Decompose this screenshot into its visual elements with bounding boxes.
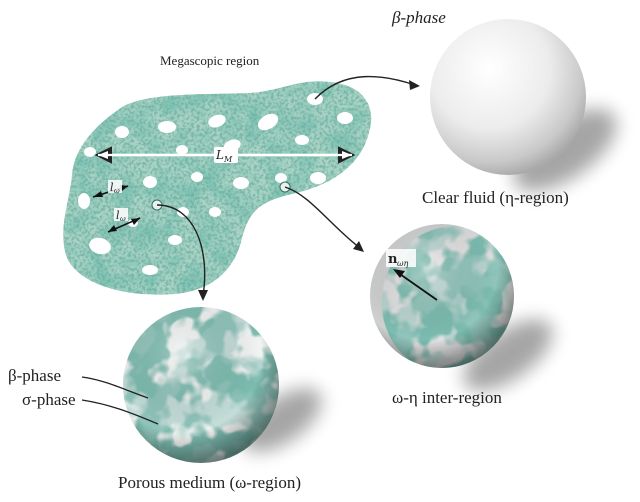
- arrow-to-inter: [285, 187, 360, 248]
- megascopic-region-label: Megascopic region: [160, 53, 259, 69]
- lw1-sub: ω: [114, 187, 120, 195]
- clear-fluid-label: Clear fluid (η-region): [422, 188, 569, 208]
- porous-medium-label: Porous medium (ω-region): [118, 473, 301, 493]
- inter-region-label: ω-η inter-region: [392, 388, 502, 408]
- megascopic-region: [50, 70, 390, 310]
- sigma-phase-left-label: σ-phase: [22, 390, 76, 410]
- normal-sub: ωη: [397, 259, 409, 268]
- beta-phase-top-label: β-phase: [392, 8, 446, 28]
- beta-phase-left-label: β-phase: [8, 366, 61, 386]
- clear-fluid-sphere: [430, 19, 630, 207]
- inter-region-sphere: n ωη: [363, 208, 565, 404]
- lm-label: L: [215, 148, 224, 162]
- lm-sub: M: [223, 155, 233, 164]
- lw2-sub: ω: [120, 215, 126, 223]
- porous-sphere: [120, 305, 332, 470]
